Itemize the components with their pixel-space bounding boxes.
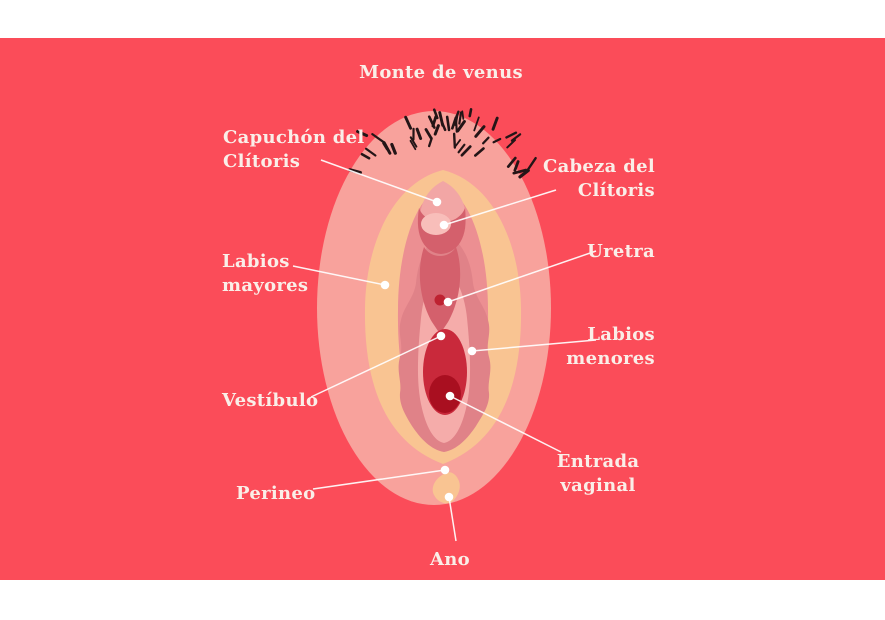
- anchor-dot-cabeza-del-clitoris: [439, 220, 449, 230]
- hair-stroke: [427, 137, 433, 148]
- hair-stroke: [424, 128, 433, 140]
- hair-stroke: [482, 136, 490, 145]
- leader-line-vestibulo: [310, 335, 442, 398]
- hair-stroke: [492, 137, 502, 144]
- hair-stroke: [473, 116, 480, 132]
- hair-stroke: [452, 132, 457, 149]
- anchor-dot-uretra: [443, 297, 453, 307]
- hair-stroke: [518, 168, 530, 179]
- hair-stroke: [458, 111, 463, 125]
- hair-stroke: [460, 145, 472, 157]
- hair-stroke: [461, 110, 465, 120]
- hair-stroke: [491, 116, 499, 131]
- hair-stroke: [474, 125, 486, 138]
- anchor-dot-labios-menores: [467, 346, 477, 356]
- hair-stroke: [409, 139, 417, 151]
- hair-stroke: [438, 111, 445, 127]
- anchor-dot-labios-mayores: [380, 280, 390, 290]
- anchor-dot-perineo: [440, 465, 450, 475]
- hair-stroke: [445, 115, 451, 132]
- anchor-dot-entrada-vaginal: [445, 391, 455, 401]
- clitoris-glans-shape: [421, 213, 451, 235]
- hair-stroke: [454, 139, 462, 147]
- leader-line-labios-mayores: [292, 265, 386, 286]
- hair-stroke: [360, 152, 371, 160]
- anchor-dot-ano: [444, 492, 454, 502]
- hair-stroke: [526, 156, 537, 171]
- hair-stroke: [415, 127, 423, 140]
- hair-stroke: [390, 142, 397, 155]
- hair-stroke: [510, 133, 522, 142]
- hair-stroke: [513, 160, 520, 172]
- leader-line-labios-menores: [471, 339, 597, 352]
- hair-stroke: [364, 147, 377, 157]
- leader-line-capuchon-del-clitoris: [320, 159, 438, 203]
- hair-stroke: [512, 168, 528, 175]
- leader-line-ano: [448, 496, 457, 542]
- hair-stroke: [409, 136, 418, 148]
- hair-stroke: [427, 115, 436, 129]
- inner-lips-shape: [419, 247, 461, 334]
- leader-line-perineo: [312, 469, 446, 490]
- hair-stroke: [356, 129, 369, 138]
- leader-line-cabeza-del-clitoris: [443, 189, 557, 226]
- hair-stroke: [506, 139, 517, 149]
- urethra-shape: [434, 294, 446, 306]
- hair-stroke: [506, 156, 517, 168]
- hair-stroke: [404, 115, 413, 130]
- hair-stroke: [505, 131, 518, 139]
- hair-stroke: [456, 120, 466, 133]
- hair-stroke: [468, 108, 473, 118]
- leader-line-entrada-vaginal: [449, 395, 562, 453]
- hair-stroke: [432, 108, 439, 120]
- leader-line-uretra: [447, 250, 597, 303]
- hair-stroke: [371, 133, 385, 144]
- anchor-dot-capuchon-del-clitoris: [432, 197, 442, 207]
- hair-stroke: [457, 143, 466, 154]
- hair-stroke: [382, 141, 389, 151]
- hair-stroke: [453, 114, 459, 126]
- hair-stroke: [474, 147, 485, 157]
- hair-stroke: [433, 124, 440, 136]
- leader-lines: [292, 159, 597, 542]
- anchor-dot-vestibulo: [436, 331, 446, 341]
- vaginal-opening-deep-shape: [429, 375, 461, 413]
